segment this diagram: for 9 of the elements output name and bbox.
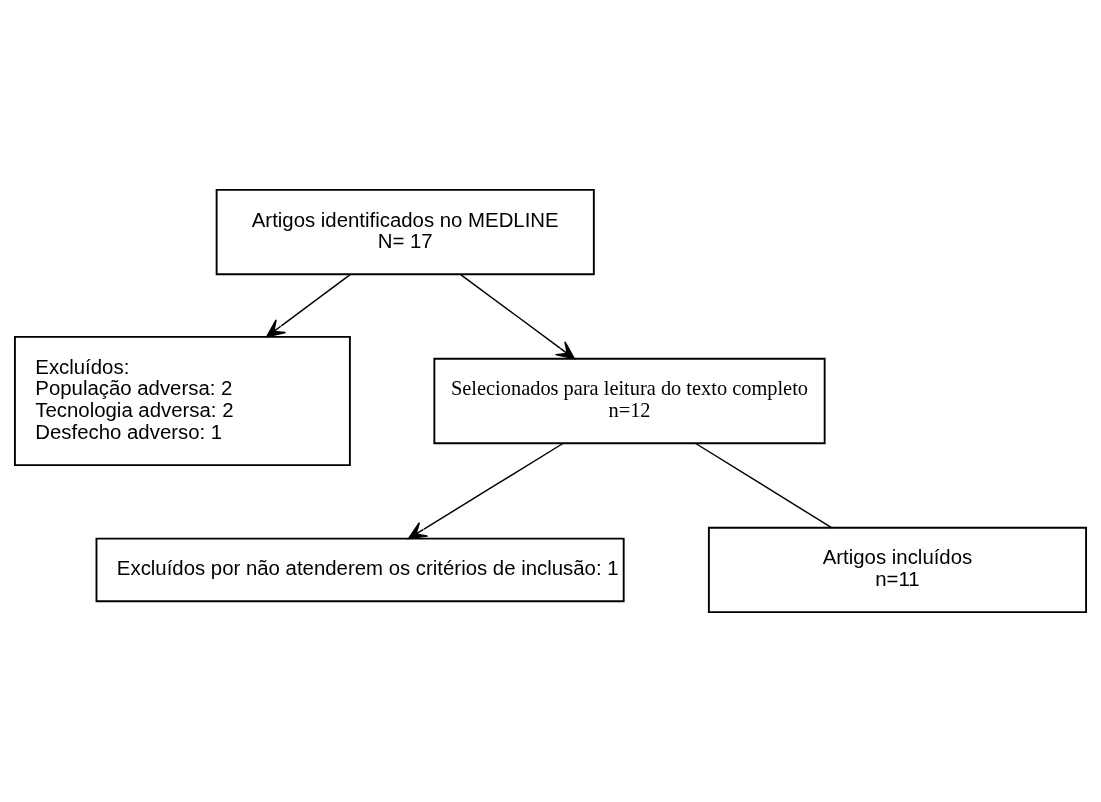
node-box: Selecionados para leitura do texto completo n=12 [433, 357, 826, 445]
connector [695, 442, 833, 529]
arrow [407, 442, 564, 540]
node-box: Artigos identificados no MEDLINE N= 17 [215, 188, 595, 276]
node-box: Artigos incluídos n=11 [707, 526, 1088, 614]
node-box: Excluídos por não atenderem os critérios de inclusão: 1 [95, 537, 625, 603]
node-box: Excluídos: População adversa: 2 Tecnologia adversa: 2 Desfecho adverso: 1 [13, 335, 351, 467]
arrow [459, 273, 576, 360]
arrow [266, 273, 351, 338]
